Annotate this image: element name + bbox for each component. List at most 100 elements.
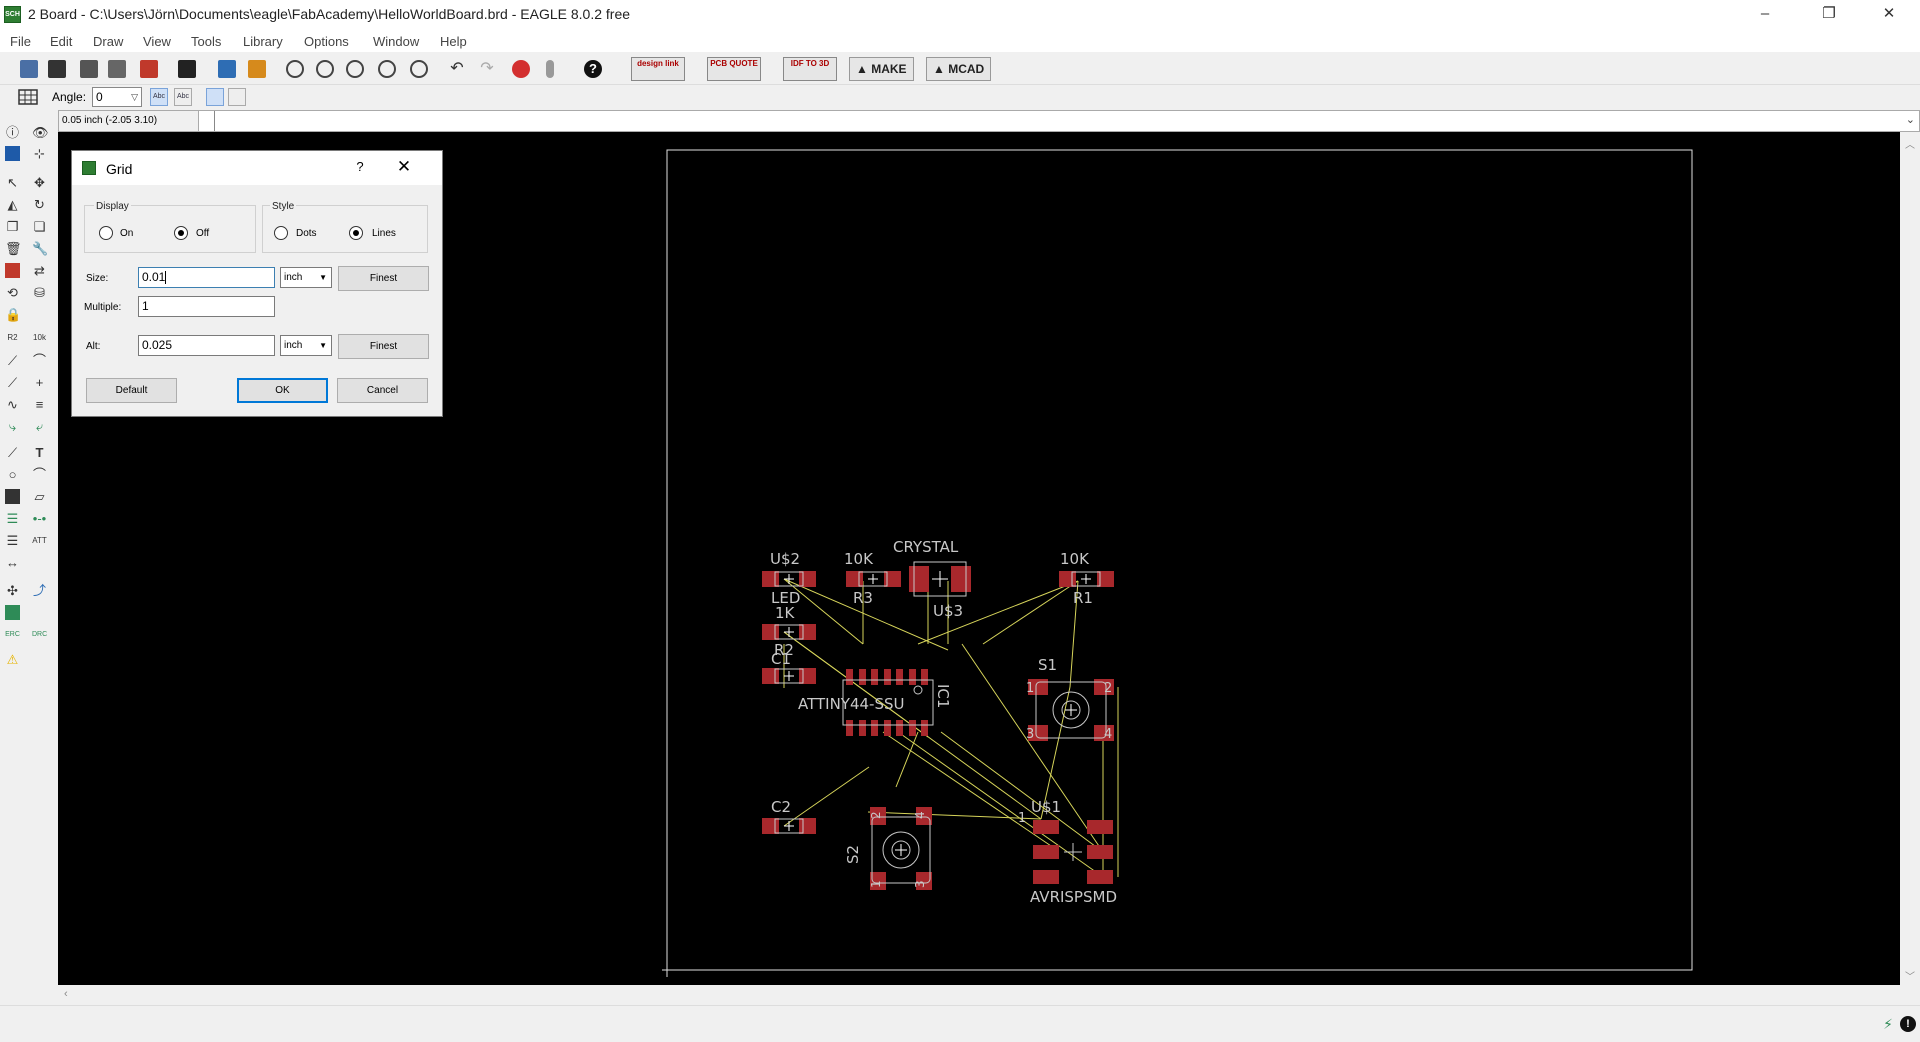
ripup-icon[interactable]: ⤶ [35,419,44,434]
cam-icon[interactable] [108,60,126,78]
menu-draw[interactable]: Draw [93,34,124,49]
ratsnest-icon[interactable]: ✣ [7,583,18,598]
ulp-icon[interactable] [248,60,266,78]
bom-icon[interactable] [178,60,196,78]
erc-icon[interactable]: ERC [5,631,20,638]
dialog-close-button[interactable]: ✕ [396,157,412,176]
wrench-icon[interactable]: 🔧 [32,241,49,256]
style-dots-radio[interactable] [274,226,288,240]
show-icon[interactable]: 👁 [32,125,49,140]
rotate-icon[interactable]: ↻ [34,197,45,212]
schematic-icon[interactable] [140,60,158,78]
chevron-down-icon[interactable]: ﹀ [1905,972,1915,983]
hole-icon[interactable]: ☰ [6,533,19,548]
arc-icon[interactable]: ⌒ [32,467,46,482]
mark-icon[interactable]: ⊹ [34,146,45,161]
move-icon[interactable]: ↖ [7,175,18,190]
padlock-icon[interactable]: 🔒 [5,307,22,322]
command-line-input[interactable] [214,111,1914,131]
miter-icon[interactable]: ⌒ [32,353,46,368]
size-input[interactable]: 0.01 [138,267,275,288]
zoom-fit-icon[interactable] [286,60,304,78]
meander-icon[interactable]: ∿ [7,397,18,412]
autorouter-icon[interactable]: ⤴ [32,583,46,598]
chevron-left-icon[interactable]: ‹ [64,988,68,1000]
group-icon[interactable]: ⟲ [7,285,18,300]
go-icon[interactable] [546,60,554,78]
dimension-icon[interactable]: ↔ [6,555,19,570]
warning-icon[interactable]: ⚠ [6,652,19,667]
horizontal-scrollbar[interactable]: ‹ [58,985,1900,1005]
print-icon[interactable] [80,60,98,78]
design-link-button[interactable]: design link [631,57,685,81]
lightning-icon[interactable]: ⚡ [1883,1016,1893,1032]
chevron-down-icon[interactable]: ⌄ [1905,114,1915,126]
zoom-in-icon[interactable] [316,60,334,78]
add-part-icon[interactable] [5,263,20,278]
stop-icon[interactable] [512,60,530,78]
menu-view[interactable]: View [143,34,171,49]
help-icon[interactable]: ? [584,60,602,78]
alt-finest-button[interactable]: Finest [338,334,429,359]
menu-options[interactable]: Options [304,34,349,49]
rect-icon[interactable] [5,489,20,504]
minimize-button[interactable]: – [1760,5,1770,22]
menu-library[interactable]: Library [243,34,283,49]
layers-icon[interactable]: ☰ [6,511,19,526]
angle-select[interactable]: 0 ▽ [92,87,142,107]
zoom-select-icon[interactable] [378,60,396,78]
display-off-radio[interactable] [174,226,188,240]
text-upright-button[interactable]: Abc [150,88,168,106]
name-icon[interactable]: R2 [7,333,18,342]
size-finest-button[interactable]: Finest [338,266,429,291]
grid-icon[interactable] [18,89,38,105]
delete-icon[interactable]: 🗑 [5,241,22,256]
via-icon[interactable]: •‐• [32,511,47,526]
restore-button[interactable]: ❐ [1822,5,1836,22]
info-icon[interactable]: ! [1900,1016,1916,1032]
layout-mode-1-button[interactable] [206,88,224,106]
text-rotated-button[interactable]: Abc [174,88,192,106]
display-layers-icon[interactable] [5,146,20,161]
alt-unit-select[interactable]: inch▼ [280,335,332,356]
split-icon[interactable]: ⟋ [7,375,18,390]
move-cross-icon[interactable]: ✥ [34,175,45,190]
script-icon[interactable] [218,60,236,78]
circle-icon[interactable]: ○ [8,467,17,482]
menu-file[interactable]: File [10,34,31,49]
alt-input[interactable]: 0.025 [138,335,275,356]
cancel-button[interactable]: Cancel [337,378,428,403]
size-unit-select[interactable]: inch▼ [280,267,332,288]
multiple-input[interactable]: 1 [138,296,275,317]
mirror-icon[interactable]: ◭ [7,197,18,212]
copy-icon[interactable]: ❐ [6,219,19,234]
mcad-button[interactable]: ▲ MCAD [926,57,992,81]
smash-icon[interactable]: ⟋ [7,353,18,368]
polygon-icon[interactable]: ▱ [34,489,45,504]
pcb-quote-button[interactable]: PCB QUOTE [707,57,761,81]
redraw-icon[interactable] [410,60,428,78]
info-icon[interactable]: ⓘ [5,125,19,140]
menu-window[interactable]: Window [373,34,420,49]
undo-icon[interactable]: ↶ [450,60,464,77]
drc-icon[interactable]: DRC [32,631,48,638]
make-button[interactable]: ▲ MAKE [849,57,914,81]
optimize-icon[interactable]: + [35,375,44,390]
close-button[interactable]: ✕ [1882,5,1896,22]
lock-icon[interactable]: ⛁ [34,285,45,300]
vertical-scrollbar[interactable]: ︿ ﹀ [1900,132,1920,985]
menu-tools[interactable]: Tools [191,34,222,49]
open-icon[interactable] [20,60,38,78]
help-button[interactable]: ? [356,159,364,174]
attribute-icon[interactable]: ATT [32,536,47,545]
ok-button[interactable]: OK [237,378,328,403]
chevron-up-icon[interactable]: ︿ [1905,140,1915,151]
style-lines-radio[interactable] [349,226,363,240]
board-icon[interactable] [5,605,20,620]
display-on-radio[interactable] [99,226,113,240]
menu-help[interactable]: Help [440,34,467,49]
text-icon[interactable]: T [35,445,44,460]
zoom-out-icon[interactable] [346,60,364,78]
paste-icon[interactable]: ❏ [33,219,46,234]
default-button[interactable]: Default [86,378,177,403]
